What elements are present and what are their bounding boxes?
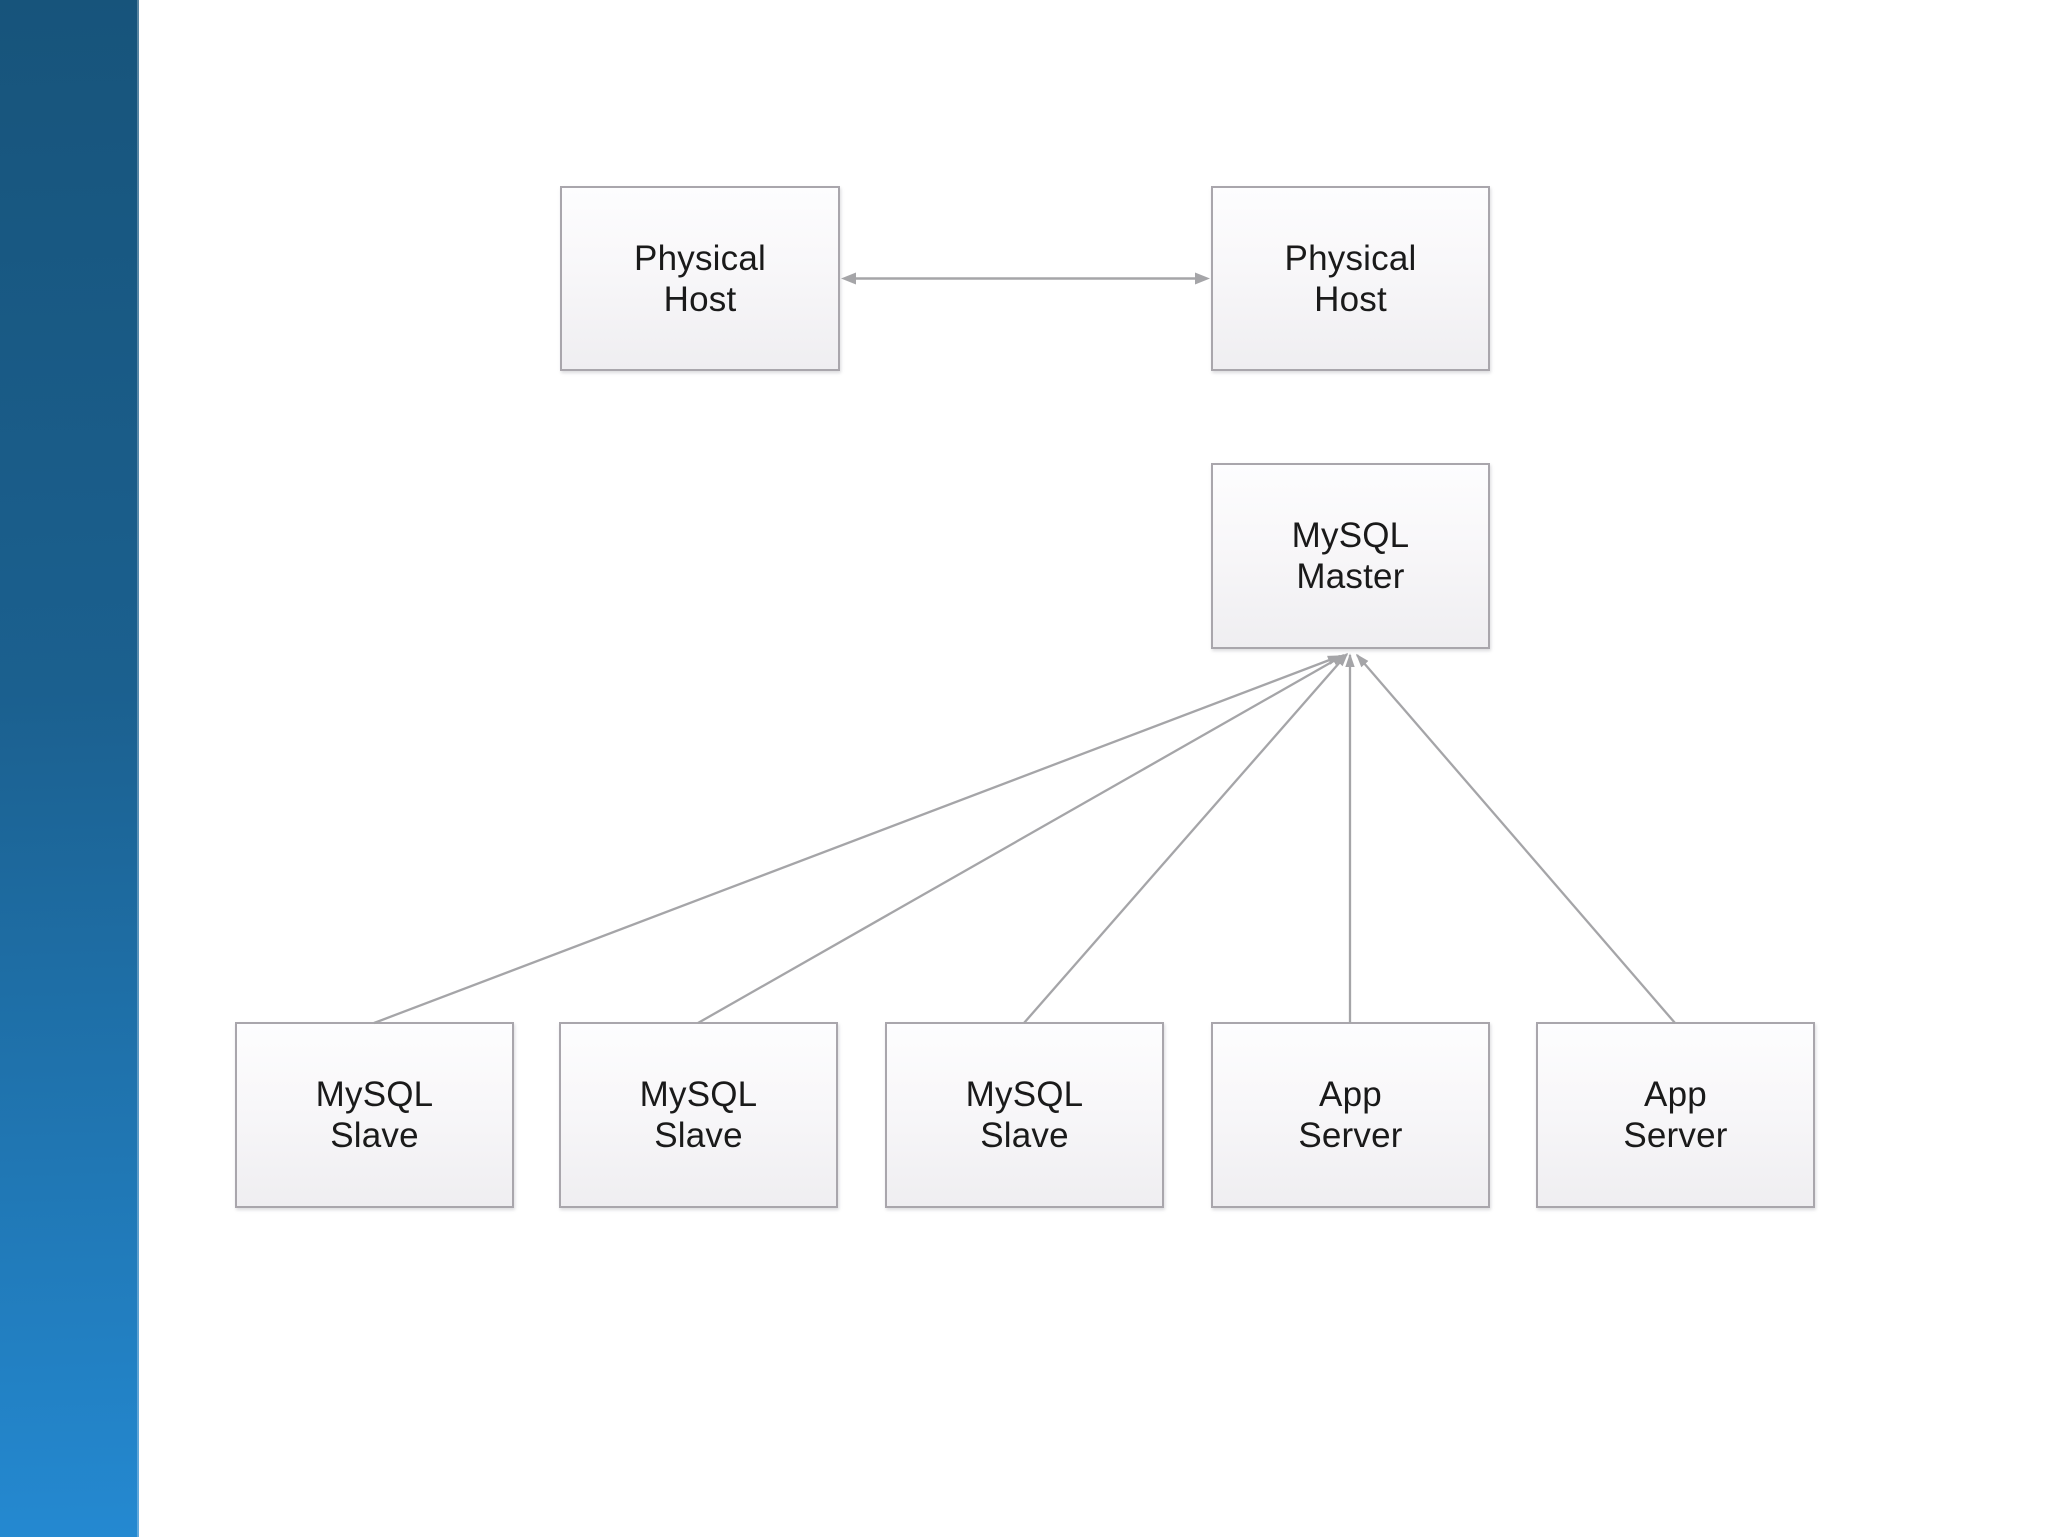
node-app-server-2-label: App Server [1623,1075,1728,1155]
connector-mysql-slave-3-mysql-master [1023,652,1349,1024]
node-app-server-1-label: App Server [1298,1075,1403,1155]
connector-mysql-slave-2-mysql-master [697,654,1346,1024]
node-mysql-slave-2: MySQL Slave [559,1022,838,1208]
node-physical-host-2-label: Physical Host [1284,238,1417,319]
node-physical-host-1: Physical Host [560,186,840,371]
node-app-server-2: App Server [1536,1022,1815,1208]
node-mysql-slave-3-label: MySQL Slave [965,1075,1084,1155]
node-physical-host-1-label: Physical Host [634,238,766,319]
node-mysql-master-label: MySQL Master [1291,516,1410,596]
left-sidebar-panel [0,0,139,1537]
node-app-server-1: App Server [1211,1022,1490,1208]
arrowhead-right-icon [1195,272,1210,285]
connector-physical-host-1-physical-host-2 [841,272,1210,285]
node-mysql-master: MySQL Master [1211,463,1490,649]
connector-app-server-2-mysql-master [1355,653,1676,1024]
node-mysql-slave-2-label: MySQL Slave [639,1075,758,1155]
node-mysql-slave-1: MySQL Slave [235,1022,514,1208]
node-mysql-slave-3: MySQL Slave [885,1022,1164,1208]
arrowhead-left-icon [841,272,856,285]
connector-mysql-slave-1-mysql-master [373,654,1342,1025]
node-mysql-slave-1-label: MySQL Slave [315,1075,434,1155]
node-physical-host-2: Physical Host [1211,186,1490,371]
